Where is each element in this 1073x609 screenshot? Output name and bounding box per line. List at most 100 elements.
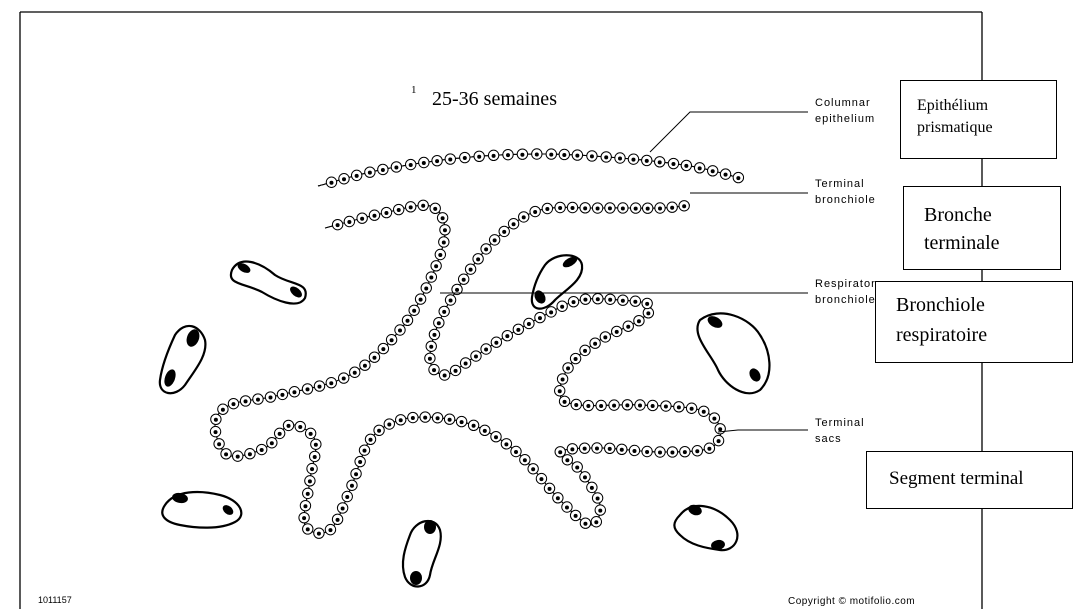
cell-nucleus: [707, 447, 711, 451]
cell-nucleus: [558, 389, 562, 393]
cell-nucleus: [593, 342, 597, 346]
cell-nucleus: [270, 441, 274, 445]
cell-nucleus: [358, 460, 362, 464]
cell-nucleus: [583, 447, 587, 451]
cell-nucleus: [505, 334, 509, 338]
cell-nucleus: [565, 506, 569, 510]
cell-nucleus: [683, 450, 687, 454]
branching-airway-fill: [215, 205, 721, 533]
cell-nucleus: [608, 206, 612, 210]
cell-nucleus: [621, 299, 625, 303]
cell-nucleus: [571, 206, 575, 210]
cell-nucleus: [476, 257, 480, 261]
cell-nucleus: [702, 410, 706, 414]
cell-nucleus: [433, 207, 437, 211]
cell-nucleus: [350, 484, 354, 488]
label-terminal-sacs-1: Terminal: [815, 417, 865, 429]
cell-nucleus: [248, 452, 252, 456]
cell-nucleus: [317, 532, 321, 536]
label-columnar-1: Columnar: [815, 97, 871, 109]
cell-nucleus: [256, 398, 260, 402]
cell-nucleus: [570, 447, 574, 451]
cell-nucleus: [429, 276, 433, 280]
blob-bottom: [403, 520, 441, 587]
figure-id: 1011157: [38, 595, 72, 605]
cell-nucleus: [381, 347, 385, 351]
cell-nucleus: [268, 396, 272, 400]
callout-bronchiole-line2: respiratoire: [896, 320, 1072, 350]
label-terminal-sacs-2: sacs: [815, 433, 842, 445]
cell-nucleus: [645, 159, 649, 163]
cell-nucleus: [419, 298, 423, 302]
cell-nucleus: [387, 423, 391, 427]
stray-mark: 1: [411, 84, 417, 96]
cell-nucleus: [214, 430, 218, 434]
leader-terminal-sacs: [718, 430, 808, 432]
cell-nucleus: [596, 207, 600, 211]
cell-nucleus: [493, 238, 497, 242]
cell-nucleus: [645, 302, 649, 306]
cell-nucleus: [695, 449, 699, 453]
cell-nucleus: [302, 516, 306, 520]
cell-nucleus: [502, 230, 506, 234]
cell-nucleus: [634, 207, 638, 211]
cell-nucleus: [598, 509, 602, 513]
cell-nucleus: [574, 357, 578, 361]
cell-nucleus: [512, 222, 516, 226]
cell-nucleus: [306, 492, 310, 496]
cell-nucleus: [670, 206, 674, 210]
cell-nucleus: [368, 171, 372, 175]
cell-nucleus: [558, 450, 562, 454]
callout-bronche-line2: terminale: [924, 229, 1060, 257]
cell-nucleus: [236, 455, 240, 459]
cell-nucleus: [671, 162, 675, 166]
cell-nucleus: [565, 458, 569, 462]
cell-nucleus: [533, 210, 537, 214]
cell-nucleus: [583, 298, 587, 302]
cell-nucleus: [522, 215, 526, 219]
callout-bronche: Bronche terminale: [903, 186, 1061, 270]
cell-nucleus: [342, 177, 346, 181]
blob-lower-left: [162, 492, 241, 528]
cell-nucleus: [435, 159, 439, 163]
label-respiratory-2: bronchiole: [815, 294, 876, 306]
cell-nucleus: [464, 362, 468, 366]
cell-nucleus: [310, 467, 314, 471]
cell-nucleus: [397, 208, 401, 212]
label-columnar-2: epithelium: [815, 113, 875, 125]
callout-segment: Segment terminal: [866, 451, 1073, 509]
cell-nucleus: [566, 366, 570, 370]
cell-nucleus: [637, 319, 641, 323]
cell-nucleus: [575, 465, 579, 469]
cell-nucleus: [574, 514, 578, 518]
cell-nucleus: [328, 528, 332, 532]
cell-nucleus: [651, 404, 655, 408]
cell-nucleus: [224, 452, 228, 456]
cell-nucleus: [608, 298, 612, 302]
cell-nucleus: [677, 405, 681, 409]
cell-nucleus: [594, 520, 598, 524]
cell-nucleus: [377, 429, 381, 433]
cell-nucleus: [441, 216, 445, 220]
cell-nucleus: [280, 393, 284, 397]
cell-nucleus: [462, 278, 466, 282]
cell-nucleus: [736, 176, 740, 180]
cell-nucleus: [421, 204, 425, 208]
leader-columnar: [650, 112, 808, 152]
cell-nucleus: [384, 211, 388, 215]
cell-nucleus: [432, 368, 436, 372]
cell-nucleus: [455, 288, 459, 292]
cell-nucleus: [531, 467, 535, 471]
cell-nucleus: [313, 455, 317, 459]
cell-nucleus: [449, 299, 453, 303]
cell-nucleus: [504, 442, 508, 446]
cell-nucleus: [298, 425, 302, 429]
cell-nucleus: [572, 300, 576, 304]
callout-segment-text: Segment terminal: [889, 468, 1072, 490]
cell-nucleus: [608, 447, 612, 451]
cell-nucleus: [217, 442, 221, 446]
cell-nucleus: [562, 153, 566, 157]
cell-nucleus: [341, 506, 345, 510]
cell-nucleus: [399, 418, 403, 422]
cell-nucleus: [724, 173, 728, 177]
